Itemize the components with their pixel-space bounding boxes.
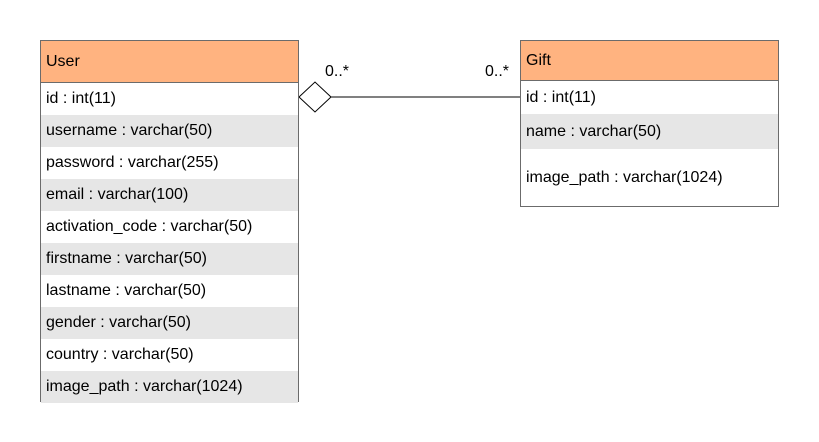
user-attribute-country: country : varchar(50) — [41, 339, 298, 371]
user-attribute-lastname: lastname : varchar(50) — [41, 275, 298, 307]
gift-attribute-image-path: image_path : varchar(1024) — [521, 149, 778, 206]
aggregation-diamond — [298, 81, 332, 113]
user-attribute-password: password : varchar(255) — [41, 147, 298, 179]
user-attribute-id: id : int(11) — [41, 83, 298, 115]
target-multiplicity-label: 0..* — [485, 63, 510, 80]
user-attribute-image-path: image_path : varchar(1024) — [41, 371, 298, 403]
gift-attribute-name: name : varchar(50) — [521, 114, 778, 149]
source-multiplicity-label: 0..* — [325, 63, 350, 80]
user-class-title: User — [41, 41, 298, 83]
user-class-box[interactable]: User id : int(11) username : varchar(50)… — [40, 40, 299, 403]
user-attribute-activation-code: activation_code : varchar(50) — [41, 211, 298, 243]
user-attribute-username: username : varchar(50) — [41, 115, 298, 147]
gift-class-title: Gift — [521, 41, 778, 81]
gift-class-box[interactable]: Gift id : int(11) name : varchar(50) ima… — [520, 40, 779, 207]
gift-attribute-id: id : int(11) — [521, 81, 778, 114]
user-attribute-gender: gender : varchar(50) — [41, 307, 298, 339]
user-attribute-firstname: firstname : varchar(50) — [41, 243, 298, 275]
user-attribute-email: email : varchar(100) — [41, 179, 298, 211]
